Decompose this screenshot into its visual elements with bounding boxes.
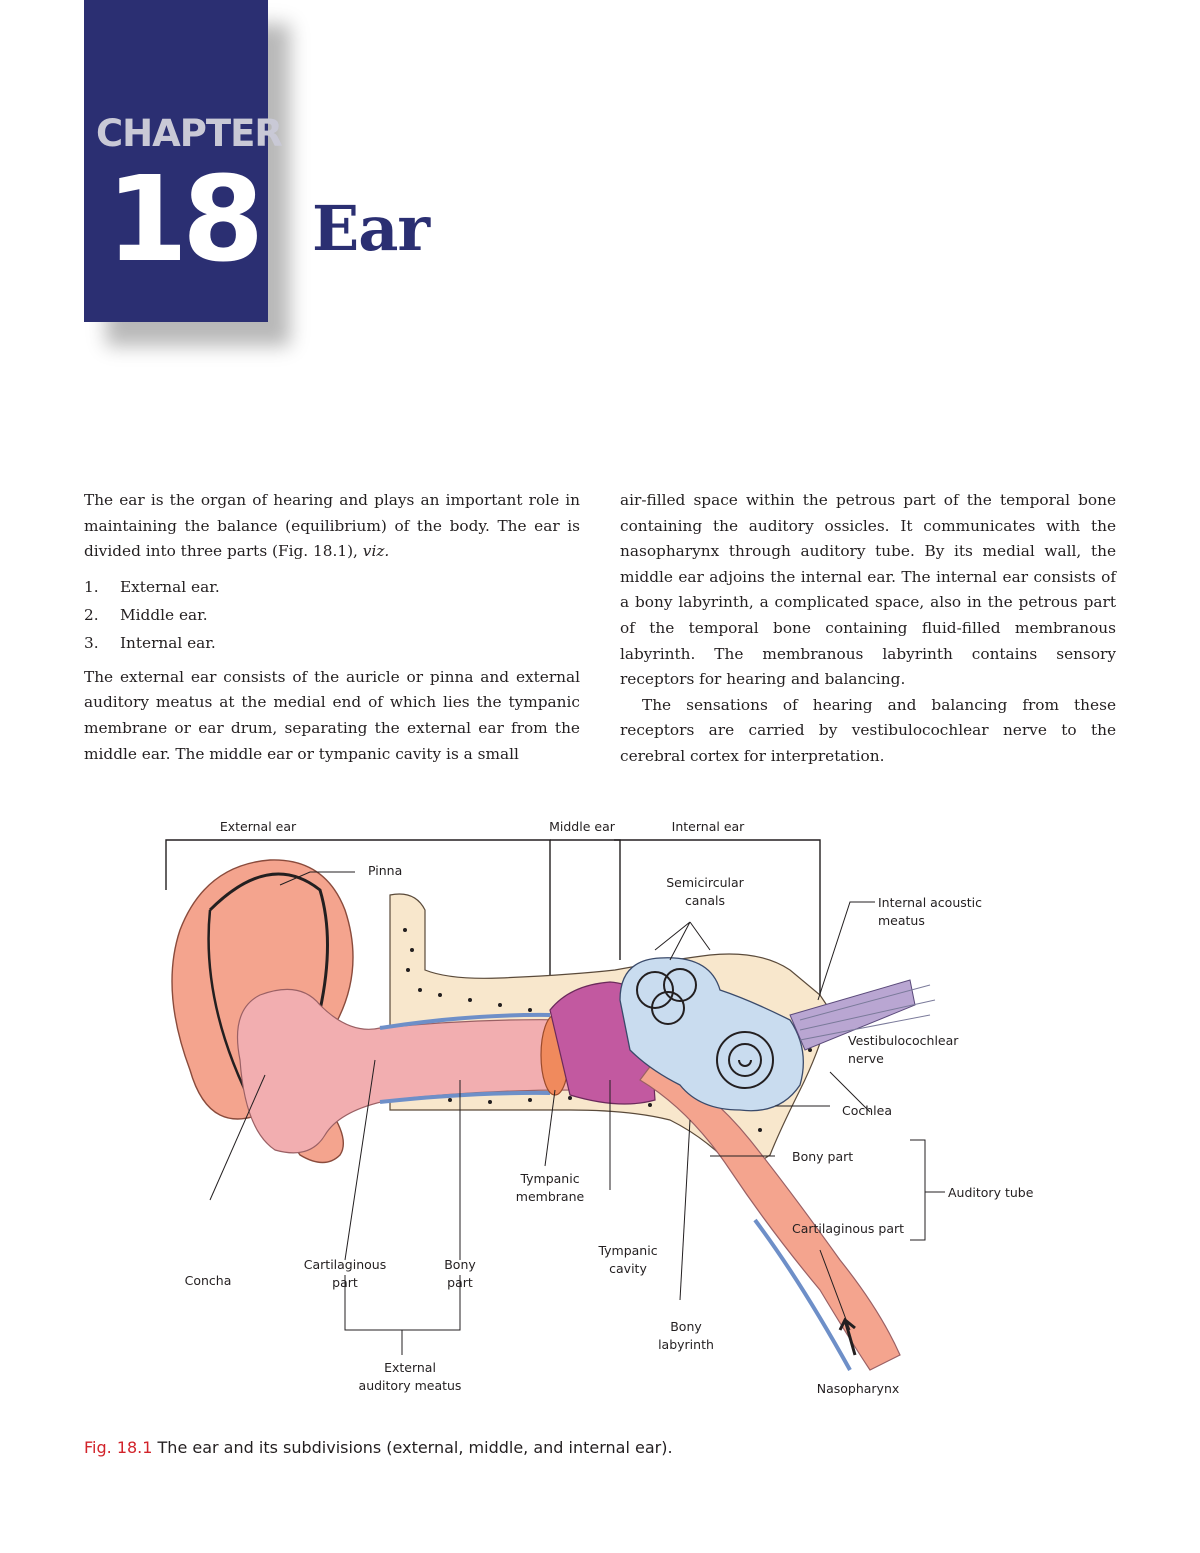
intro-paragraph: The ear is the organ of hearing and play… <box>84 491 580 561</box>
figure-caption: Fig. 18.1 The ear and its subdivisions (… <box>84 1438 673 1457</box>
ear-figure: External ear Middle ear Internal ear Pin… <box>150 810 1070 1420</box>
body-column-left: The ear is the organ of hearing and play… <box>84 488 580 767</box>
caption-text: The ear and its subdivisions (external, … <box>152 1438 673 1457</box>
label-vestibulocochlear-nerve: Vestibulocochlear nerve <box>848 1033 959 1066</box>
chapter-title: Ear <box>312 192 430 265</box>
list-item: 1.External ear. <box>84 577 220 596</box>
label-internal-acoustic-meatus: Internal acoustic meatus <box>878 895 983 928</box>
label-bony-labyrinth: Bony labyrinth <box>658 1319 714 1352</box>
external-ear-paragraph-continued: air-filled space within the petrous part… <box>620 491 1116 689</box>
label-auditory-tube: Auditory tube <box>948 1185 1034 1200</box>
sensation-paragraph: The sensations of hearing and balancing … <box>620 695 1116 765</box>
bony-labyrinth <box>619 957 804 1112</box>
chapter-badge: CHAPTER 18 <box>84 0 283 322</box>
label-cochlea: Cochlea <box>842 1103 892 1118</box>
parts-list: 1.External ear. 2.Middle ear. 3.Internal… <box>84 573 580 657</box>
label-external-ear: External ear <box>219 819 297 834</box>
chapter-number: 18 <box>106 150 264 288</box>
external-ear-paragraph: The external ear consists of the auricle… <box>84 667 580 763</box>
body-column-right: air-filled space within the petrous part… <box>620 488 1116 770</box>
label-concha: Concha <box>184 1273 232 1288</box>
label-pinna: Pinna <box>368 863 403 878</box>
label-bony-part: Bony part <box>792 1149 854 1164</box>
list-item: 2.Middle ear. <box>84 605 208 624</box>
chapter-word: CHAPTER <box>96 112 283 155</box>
ear-diagram <box>165 839 945 1371</box>
label-middle-ear: Middle ear <box>549 819 615 834</box>
label-semicircular-canals: Semicircular canals <box>666 875 744 908</box>
label-tympanic-cavity: Tympanic cavity <box>598 1243 658 1276</box>
label-cartilaginous-part: Cartilaginous part <box>303 1257 387 1290</box>
figure-number: Fig. 18.1 <box>84 1438 153 1457</box>
label-internal-ear: Internal ear <box>671 819 745 834</box>
label-tympanic-membrane: Tympanic membrane <box>515 1171 585 1204</box>
label-bony-part-meatus: Bony part <box>444 1257 476 1290</box>
auditory-tube <box>639 1059 901 1371</box>
label-cartilaginous-part-tube: Cartilaginous part <box>792 1221 905 1236</box>
list-item: 3.Internal ear. <box>84 633 216 652</box>
label-nasopharynx: Nasopharynx <box>816 1381 900 1396</box>
label-external-auditory-meatus: External auditory meatus <box>358 1360 462 1393</box>
